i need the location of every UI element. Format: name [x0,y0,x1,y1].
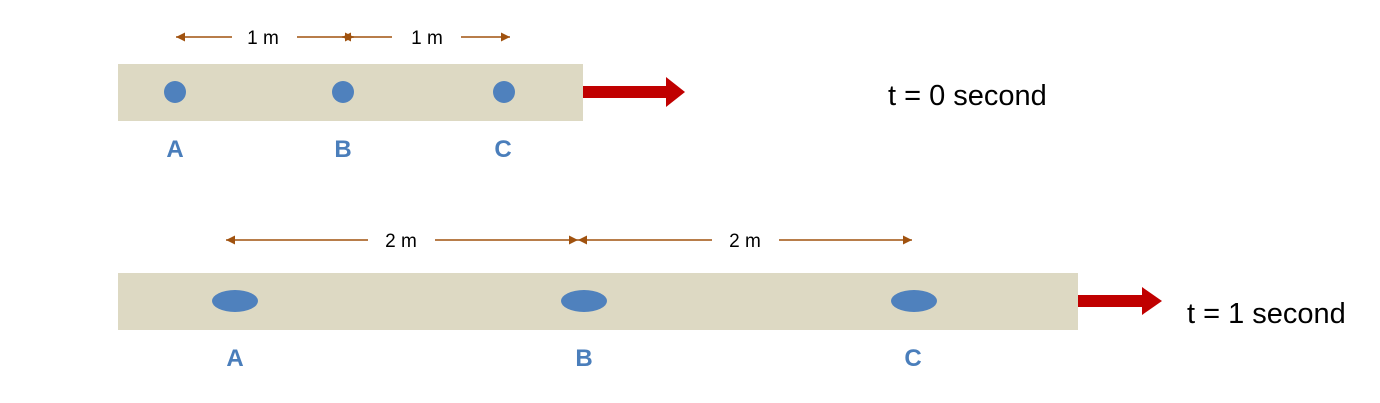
bottom-time-label: t = 1 second [1187,298,1346,330]
bottom-distance-label-ab: 2 m [385,231,417,252]
top-time-label: t = 0 second [888,80,1047,112]
top-distance-label-ab: 1 m [247,28,279,49]
bottom-label-b: B [575,345,592,372]
top-dimension-bc: 1 m [342,28,510,49]
top-distance-label-bc: 1 m [411,28,443,49]
top-diagram: 1 m 1 m A B C t = 0 second [118,28,1047,163]
bottom-diagram: 2 m 2 m A B C t = 1 second [118,231,1346,372]
top-motion-arrow [583,77,685,107]
top-label-b: B [334,136,351,163]
top-label-c: C [494,136,511,163]
bottom-point-a [212,290,258,312]
top-point-b [332,81,354,103]
top-label-a: A [166,136,183,163]
bottom-motion-arrow [1078,287,1162,315]
bottom-dimension-bc: 2 m [578,231,912,252]
bottom-distance-label-bc: 2 m [729,231,761,252]
bottom-label-a: A [226,345,243,372]
bottom-dimension-ab: 2 m [226,231,578,252]
top-dimension-ab: 1 m [176,28,354,49]
top-point-c [493,81,515,103]
top-point-a [164,81,186,103]
bottom-point-b [561,290,607,312]
bottom-label-c: C [904,345,921,372]
bottom-point-c [891,290,937,312]
